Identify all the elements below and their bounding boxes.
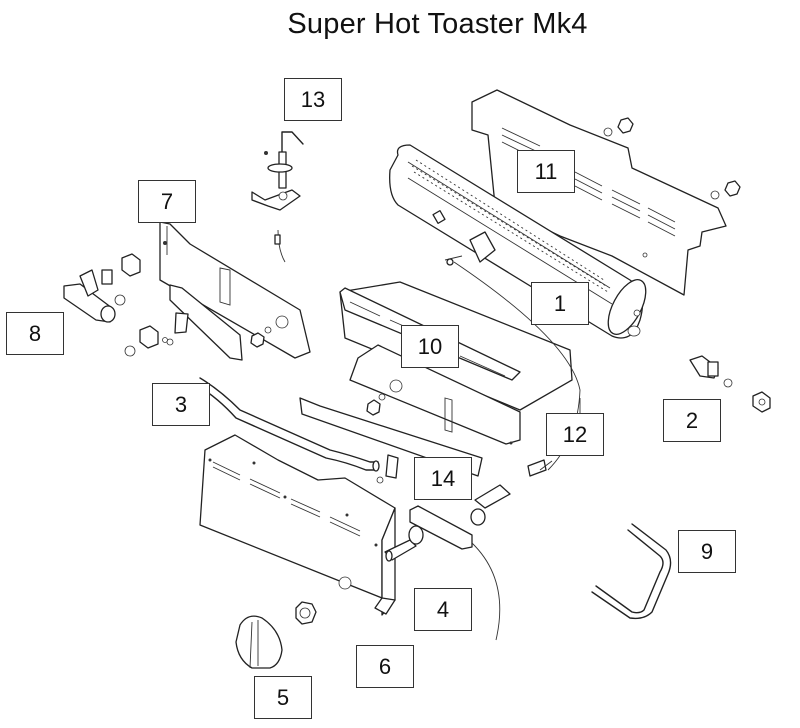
part-11-nuts xyxy=(603,117,741,200)
callout-7[interactable]: 7 xyxy=(138,180,196,223)
part-13-igniter xyxy=(251,131,304,263)
part-4-gas-valve xyxy=(384,484,511,641)
part-14-bracket xyxy=(299,397,483,484)
part-3-pilot-tube xyxy=(197,377,380,472)
callout-14[interactable]: 14 xyxy=(414,457,472,500)
part-2-orifice-fitting xyxy=(689,355,771,413)
callout-4[interactable]: 4 xyxy=(414,588,472,631)
part-11-heat-shield xyxy=(471,89,727,296)
diagram-title: Super Hot Toaster Mk4 xyxy=(287,8,588,40)
callout-2[interactable]: 2 xyxy=(663,399,721,442)
part-8-inlet-tee xyxy=(63,253,168,357)
callout-6[interactable]: 6 xyxy=(356,645,414,688)
callout-10[interactable]: 10 xyxy=(401,325,459,368)
callout-8[interactable]: 8 xyxy=(6,312,64,355)
part-5-control-knob xyxy=(235,601,317,669)
callout-1[interactable]: 1 xyxy=(531,282,589,325)
callout-9[interactable]: 9 xyxy=(678,530,736,573)
callout-3[interactable]: 3 xyxy=(152,383,210,426)
part-6-control-panel xyxy=(199,434,396,616)
leader-lines xyxy=(166,226,581,471)
callout-13[interactable]: 13 xyxy=(284,78,342,121)
part-7-side-bracket xyxy=(159,221,311,361)
callout-11[interactable]: 11 xyxy=(517,150,575,193)
callout-5[interactable]: 5 xyxy=(254,676,312,719)
part-9-u-hose xyxy=(591,523,672,620)
callout-12[interactable]: 12 xyxy=(546,413,604,456)
